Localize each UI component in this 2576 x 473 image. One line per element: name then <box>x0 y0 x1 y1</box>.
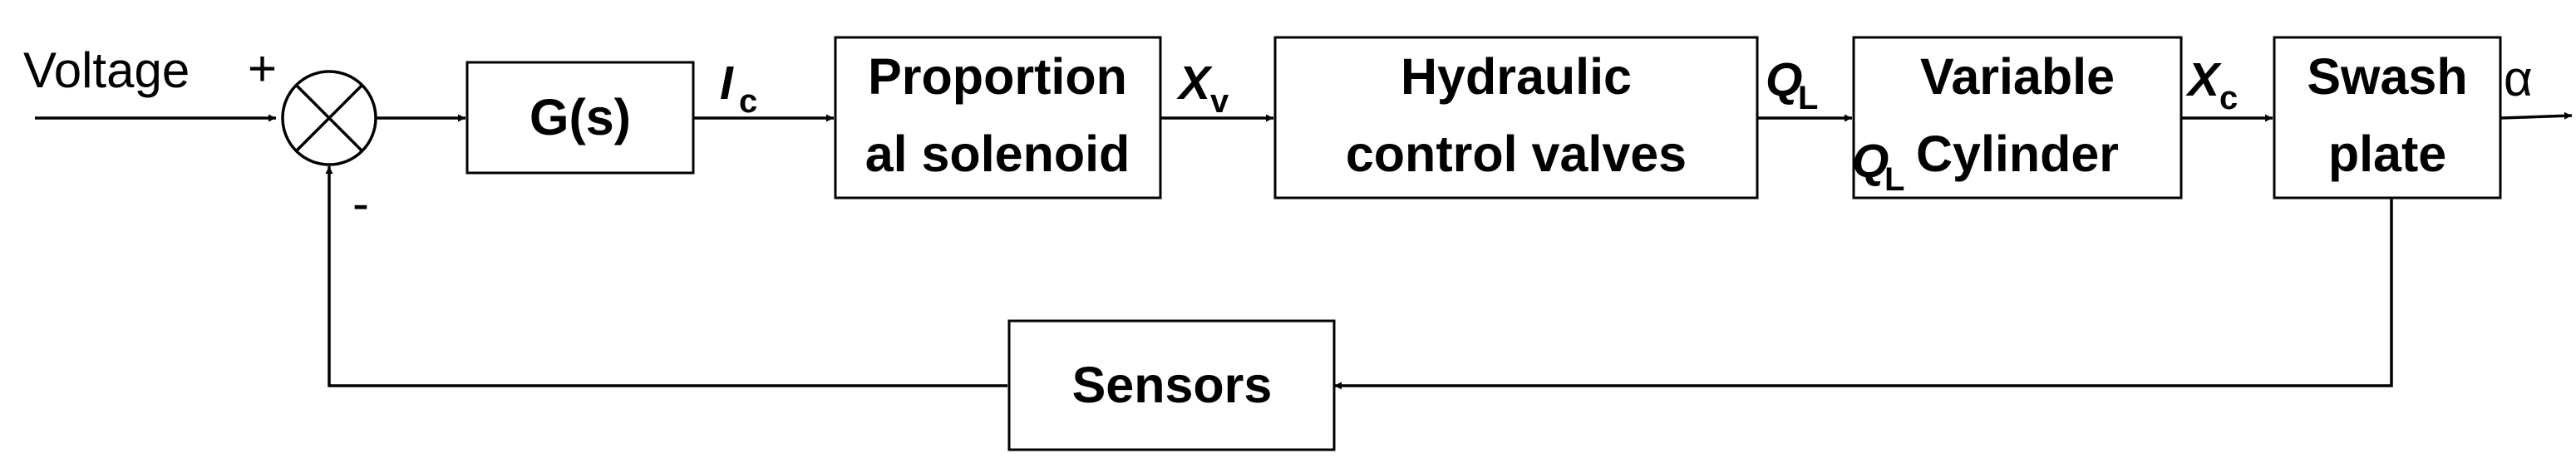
sensors-block: Sensors <box>1007 319 1336 451</box>
solenoid-label-line2: al solenoid <box>865 126 1130 182</box>
ql-signal-label: Q L <box>1766 53 1818 116</box>
sensors-label: Sensors <box>1072 357 1273 413</box>
svg-text:X: X <box>1176 57 1213 110</box>
svg-text:X: X <box>2185 53 2222 106</box>
svg-text:Q: Q <box>1852 135 1889 188</box>
minus-sign: - <box>352 175 369 231</box>
swash-block: Swash plate <box>2273 36 2502 200</box>
summing-junction <box>281 70 377 166</box>
svg-text:v: v <box>1210 83 1229 120</box>
cylinder-label-line1: Variable <box>1920 48 2115 105</box>
feedback-to-sensors-arrow <box>1334 198 2393 390</box>
svg-text:c: c <box>2219 80 2238 116</box>
cylinder-label-line2: Cylinder <box>1916 126 2119 182</box>
svg-text:L: L <box>1884 161 1904 198</box>
xc-signal-label: X c <box>2185 53 2238 116</box>
swash-label-line2: plate <box>2328 126 2446 182</box>
valves-block: Hydraulic control valves <box>1273 36 1759 200</box>
solenoid-label-line1: Proportion <box>868 48 1127 105</box>
cylinder-block: Variable Cylinder <box>1852 36 2183 200</box>
xv-signal-label: X v <box>1176 57 1229 120</box>
ql-overlap-label: Q L <box>1852 135 1904 198</box>
gs-label: G(s) <box>529 89 631 145</box>
valves-label-line2: control valves <box>1346 126 1687 182</box>
svg-text:Q: Q <box>1766 53 1802 106</box>
voltage-label: Voltage <box>23 42 190 98</box>
valves-label-line1: Hydraulic <box>1401 48 1632 105</box>
swash-label-line1: Swash <box>2307 48 2467 105</box>
svg-text:I: I <box>720 57 734 110</box>
output-arrow <box>2500 111 2573 120</box>
plus-sign: + <box>248 41 277 96</box>
feedback-to-summing-arrow <box>325 166 1007 387</box>
svg-text:L: L <box>1798 80 1818 116</box>
ic-signal-label: I c <box>720 57 757 120</box>
alpha-output-label: α <box>2504 51 2533 106</box>
svg-text:c: c <box>739 83 757 120</box>
gs-block: G(s) <box>465 61 695 175</box>
solenoid-block: Proportion al solenoid <box>834 36 1162 200</box>
